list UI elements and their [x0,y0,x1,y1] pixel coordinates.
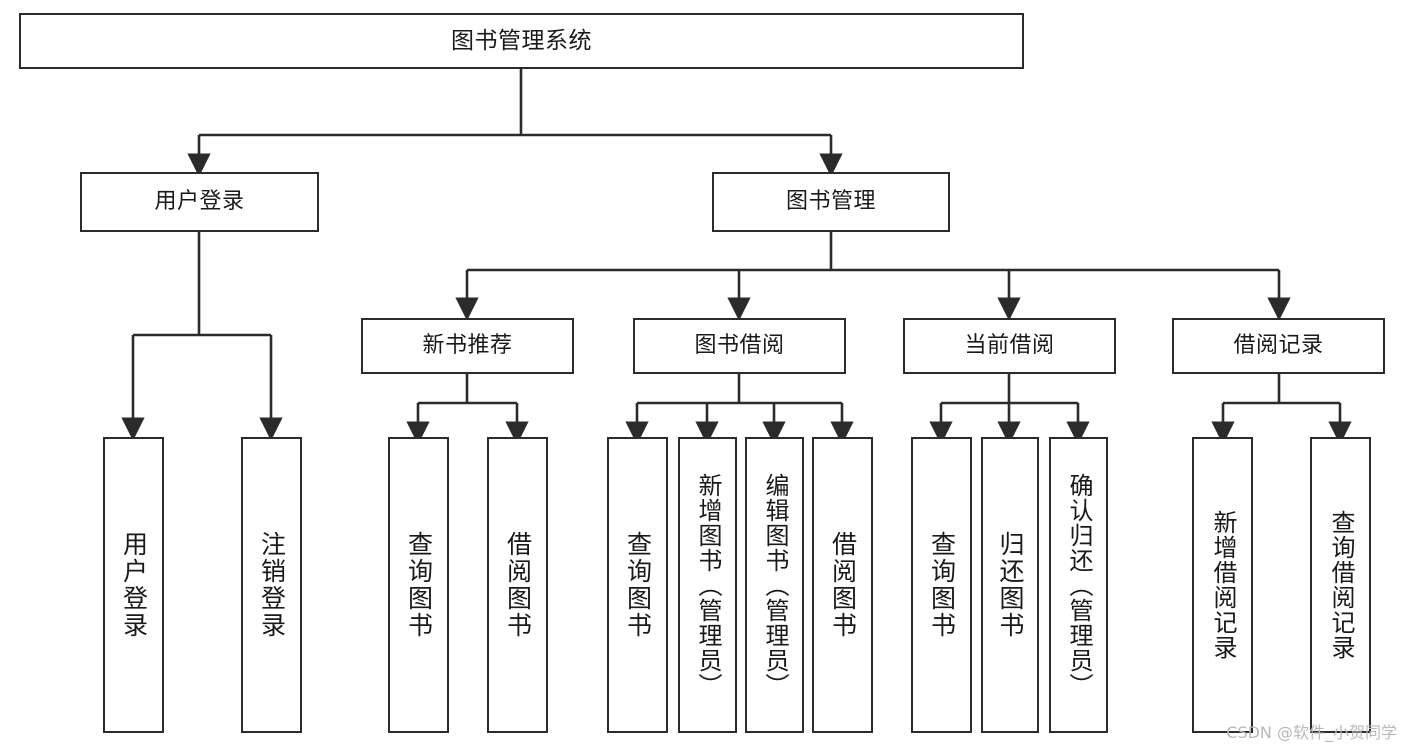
node-borrow-records[interactable]: 借阅记录 [1172,318,1385,374]
node-user-login-label: 用户登录 [154,189,245,215]
node-leaf-return-book[interactable]: 归还图书 [981,437,1039,733]
node-new-book-recommend-label: 新书推荐 [422,333,513,359]
node-leaf-logout[interactable]: 注销登录 [241,437,302,733]
node-leaf-add-borrow-record[interactable]: 新增借阅记录 [1192,437,1253,733]
node-root[interactable]: 图书管理系统 [19,13,1024,69]
node-borrow-records-label: 借阅记录 [1233,333,1324,359]
node-leaf-return-book-label: 归还图书 [996,531,1025,639]
node-leaf-query-book-1[interactable]: 查询图书 [388,437,449,733]
node-leaf-confirm-return-admin[interactable]: 确认归还（管理员） [1049,437,1108,733]
node-leaf-query-borrow-record-label: 查询借阅记录 [1326,510,1355,660]
node-leaf-borrow-book-2[interactable]: 借阅图书 [812,437,873,733]
node-leaf-add-borrow-record-label: 新增借阅记录 [1208,510,1237,660]
node-current-borrow-label: 当前借阅 [964,333,1055,359]
node-leaf-add-book-admin[interactable]: 新增图书（管理员） [678,437,737,733]
node-leaf-user-login-label: 用户登录 [119,531,149,639]
node-user-login[interactable]: 用户登录 [80,172,319,232]
watermark-text: CSDN @软件_小贺同学 [1226,723,1397,742]
node-book-borrow[interactable]: 图书借阅 [633,318,846,374]
node-book-management[interactable]: 图书管理 [712,172,950,232]
node-root-label: 图书管理系统 [451,27,592,54]
node-current-borrow[interactable]: 当前借阅 [903,318,1116,374]
node-book-management-label: 图书管理 [785,189,876,215]
node-leaf-logout-label: 注销登录 [257,531,287,639]
node-leaf-borrow-book-2-label: 借阅图书 [828,531,858,639]
node-leaf-query-book-2[interactable]: 查询图书 [607,437,668,733]
node-new-book-recommend[interactable]: 新书推荐 [361,318,574,374]
node-leaf-confirm-return-admin-label: 确认归还（管理员） [1064,472,1093,698]
node-leaf-borrow-book-1[interactable]: 借阅图书 [487,437,548,733]
node-leaf-query-borrow-record[interactable]: 查询借阅记录 [1310,437,1371,733]
node-leaf-user-login[interactable]: 用户登录 [103,437,164,733]
node-leaf-query-book-3-label: 查询图书 [927,531,957,639]
node-book-borrow-label: 图书借阅 [694,333,785,359]
node-leaf-add-book-admin-label: 新增图书（管理员） [693,472,722,698]
node-leaf-query-book-1-label: 查询图书 [404,531,434,639]
node-leaf-borrow-book-1-label: 借阅图书 [503,531,533,639]
node-leaf-query-book-3[interactable]: 查询图书 [911,437,972,733]
node-leaf-edit-book-admin[interactable]: 编辑图书（管理员） [745,437,804,733]
node-leaf-query-book-2-label: 查询图书 [623,531,653,639]
node-leaf-edit-book-admin-label: 编辑图书（管理员） [760,472,789,698]
